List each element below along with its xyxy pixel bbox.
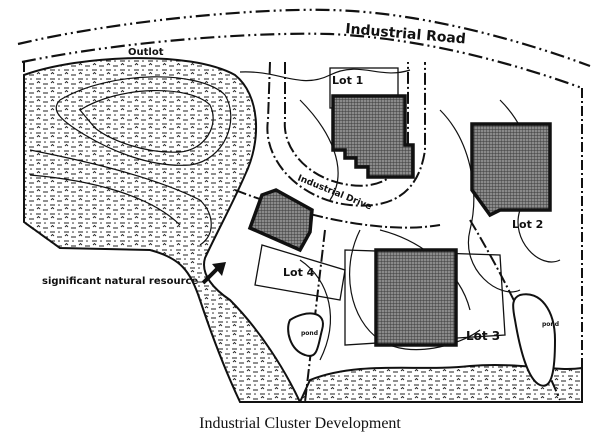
label-lot-4: Lot 4 bbox=[283, 266, 315, 279]
building-lot-3 bbox=[374, 248, 458, 347]
label-pond-left: pond bbox=[301, 330, 318, 337]
ponds bbox=[287, 293, 557, 387]
resource-arrow-icon bbox=[201, 262, 226, 285]
label-lot-2: Lot 2 bbox=[512, 218, 543, 231]
pond-right bbox=[512, 293, 557, 387]
wetland-area bbox=[23, 57, 583, 403]
industrial-road bbox=[17, 8, 591, 90]
label-outlot: Outlot bbox=[128, 47, 164, 58]
figure-caption: Industrial Cluster Development bbox=[199, 415, 401, 432]
building-lot-4 bbox=[247, 188, 314, 253]
label-pond-right: pond bbox=[542, 321, 559, 328]
label-significant-natural-resource: significant natural resource bbox=[42, 276, 198, 287]
buildings bbox=[247, 94, 552, 347]
building-lot-2 bbox=[470, 122, 552, 218]
pond-left bbox=[287, 312, 324, 357]
building-lot-1 bbox=[331, 94, 415, 179]
label-lot-3: Lot 3 bbox=[466, 329, 500, 343]
label-lot-1: Lot 1 bbox=[332, 74, 363, 87]
